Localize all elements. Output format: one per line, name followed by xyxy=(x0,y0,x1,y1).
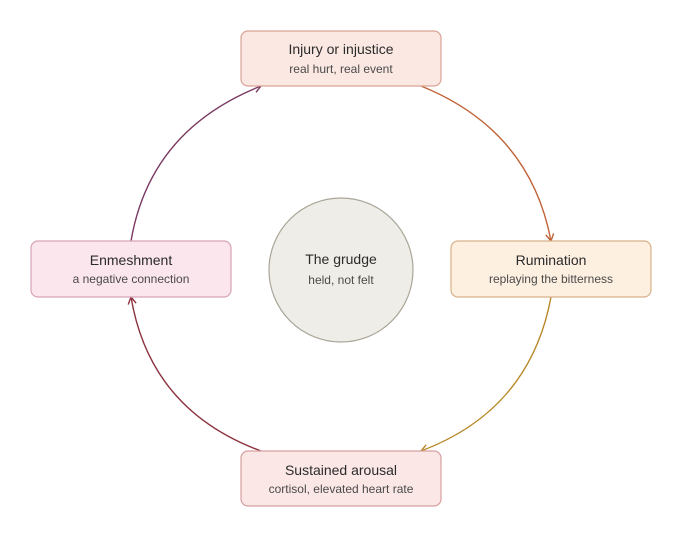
node-arousal-title: Sustained arousal xyxy=(285,462,397,478)
arrow-rumination-to-arousal xyxy=(419,296,552,453)
center-circle xyxy=(268,197,414,343)
node-rumination-title: Rumination xyxy=(516,252,587,268)
arrow-arousal-to-enmeshment xyxy=(127,295,262,452)
node-rumination-subtitle: replaying the bitterness xyxy=(489,272,613,286)
center-title: The grudge xyxy=(305,251,377,267)
node-rumination-box xyxy=(450,240,652,298)
node-injury: Injury or injustice real hurt, real even… xyxy=(240,30,442,87)
node-arousal-subtitle: cortisol, elevated heart rate xyxy=(269,482,414,496)
node-rumination: Rumination replaying the bitterness xyxy=(450,240,652,298)
arrow-injury-to-rumination xyxy=(420,85,555,243)
node-injury-box xyxy=(240,30,442,87)
node-enmeshment-subtitle: a negative connection xyxy=(73,272,190,286)
center-subtitle: held, not felt xyxy=(308,273,374,287)
node-arousal-box xyxy=(240,450,442,507)
node-enmeshment: Enmeshment a negative connection xyxy=(30,240,232,298)
node-enmeshment-title: Enmeshment xyxy=(90,252,173,268)
node-injury-subtitle: real hurt, real event xyxy=(289,62,393,76)
node-arousal: Sustained arousal cortisol, elevated hea… xyxy=(240,450,442,507)
center-node: The grudge held, not felt xyxy=(268,197,414,343)
node-injury-title: Injury or injustice xyxy=(288,41,393,57)
node-enmeshment-box xyxy=(30,240,232,298)
arrow-enmeshment-to-injury xyxy=(130,84,263,242)
